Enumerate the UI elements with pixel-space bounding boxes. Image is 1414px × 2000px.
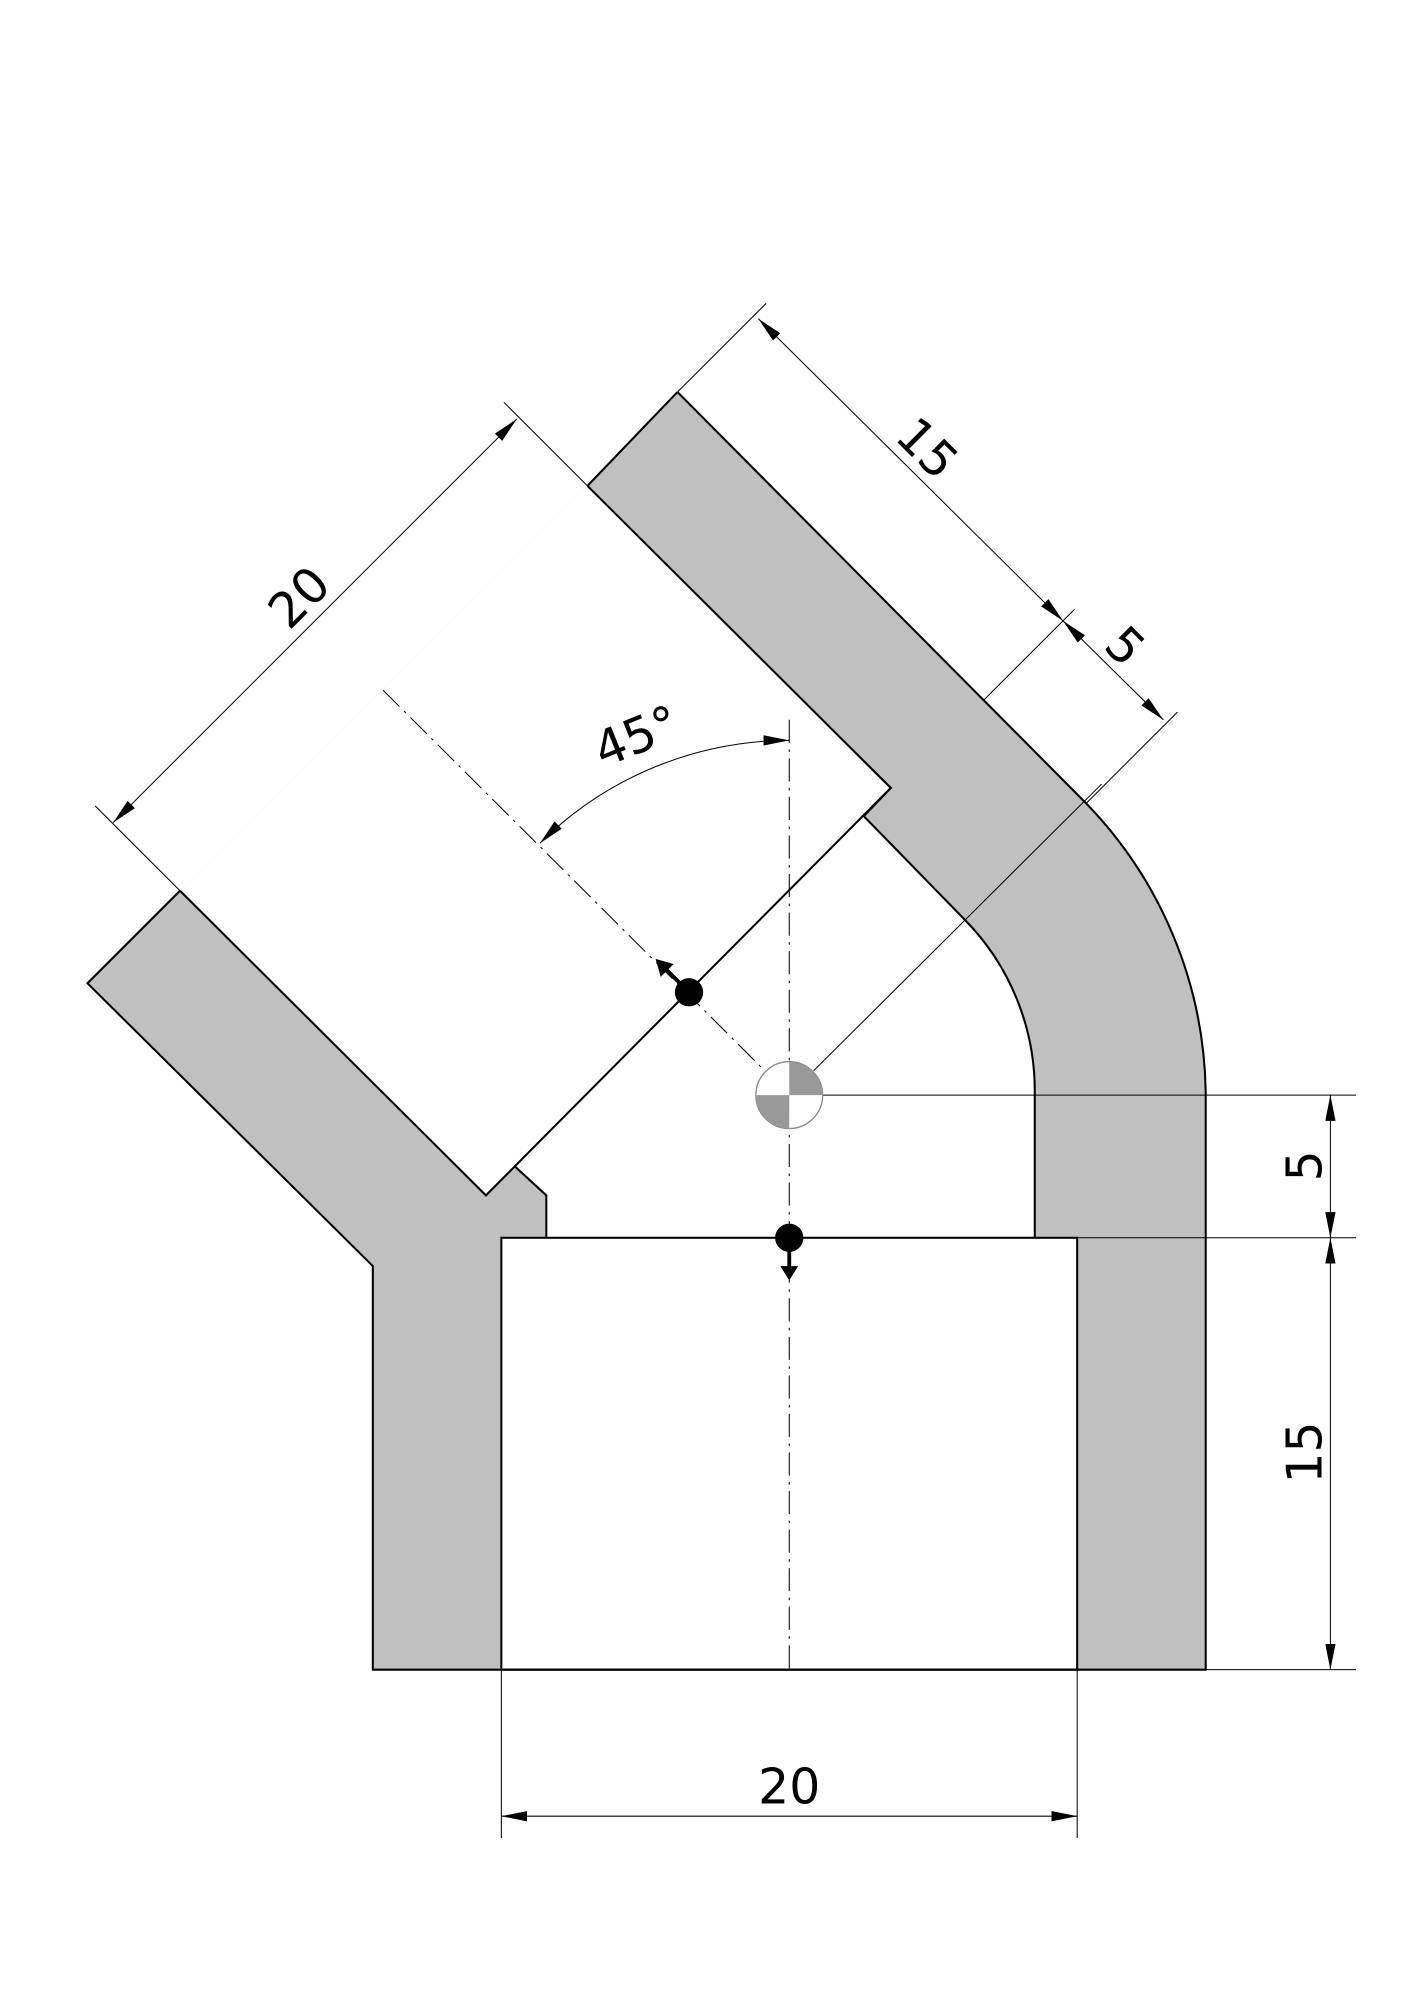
extension-line: [1085, 711, 1178, 804]
dim-upper-diameter: 20: [257, 555, 341, 639]
notch-outline: [513, 1165, 548, 1238]
upper-socket-bore: [180, 485, 891, 1196]
dim-line-upper-depth: [758, 318, 1064, 622]
step-outline: [862, 787, 1036, 1238]
center-point-icon: [755, 1061, 824, 1130]
dim-line-upper-offset: [1062, 620, 1164, 721]
angle-arc: [539, 735, 790, 844]
dim-upper-depth: 15: [885, 406, 969, 490]
dim-lower-offset: 5: [1276, 1150, 1333, 1181]
dim-upper-offset: 5: [1094, 615, 1156, 677]
bend-plane-line: [813, 783, 1102, 1072]
outer-outline: [86, 391, 1207, 1671]
dim-lower-depth: 15: [1276, 1421, 1333, 1483]
extension-line: [982, 608, 1075, 701]
flow-passage: [514, 816, 1035, 1238]
insertion-point-icon: [775, 1223, 804, 1281]
extension-line: [94, 805, 181, 892]
end-face-top: [586, 391, 679, 487]
extension-line: [677, 302, 767, 393]
dim-lower-diameter: 20: [758, 1758, 820, 1815]
extension-line: [503, 401, 588, 487]
dim-line-upper-diameter: [112, 418, 518, 823]
insertion-point-icon: [655, 958, 704, 1007]
